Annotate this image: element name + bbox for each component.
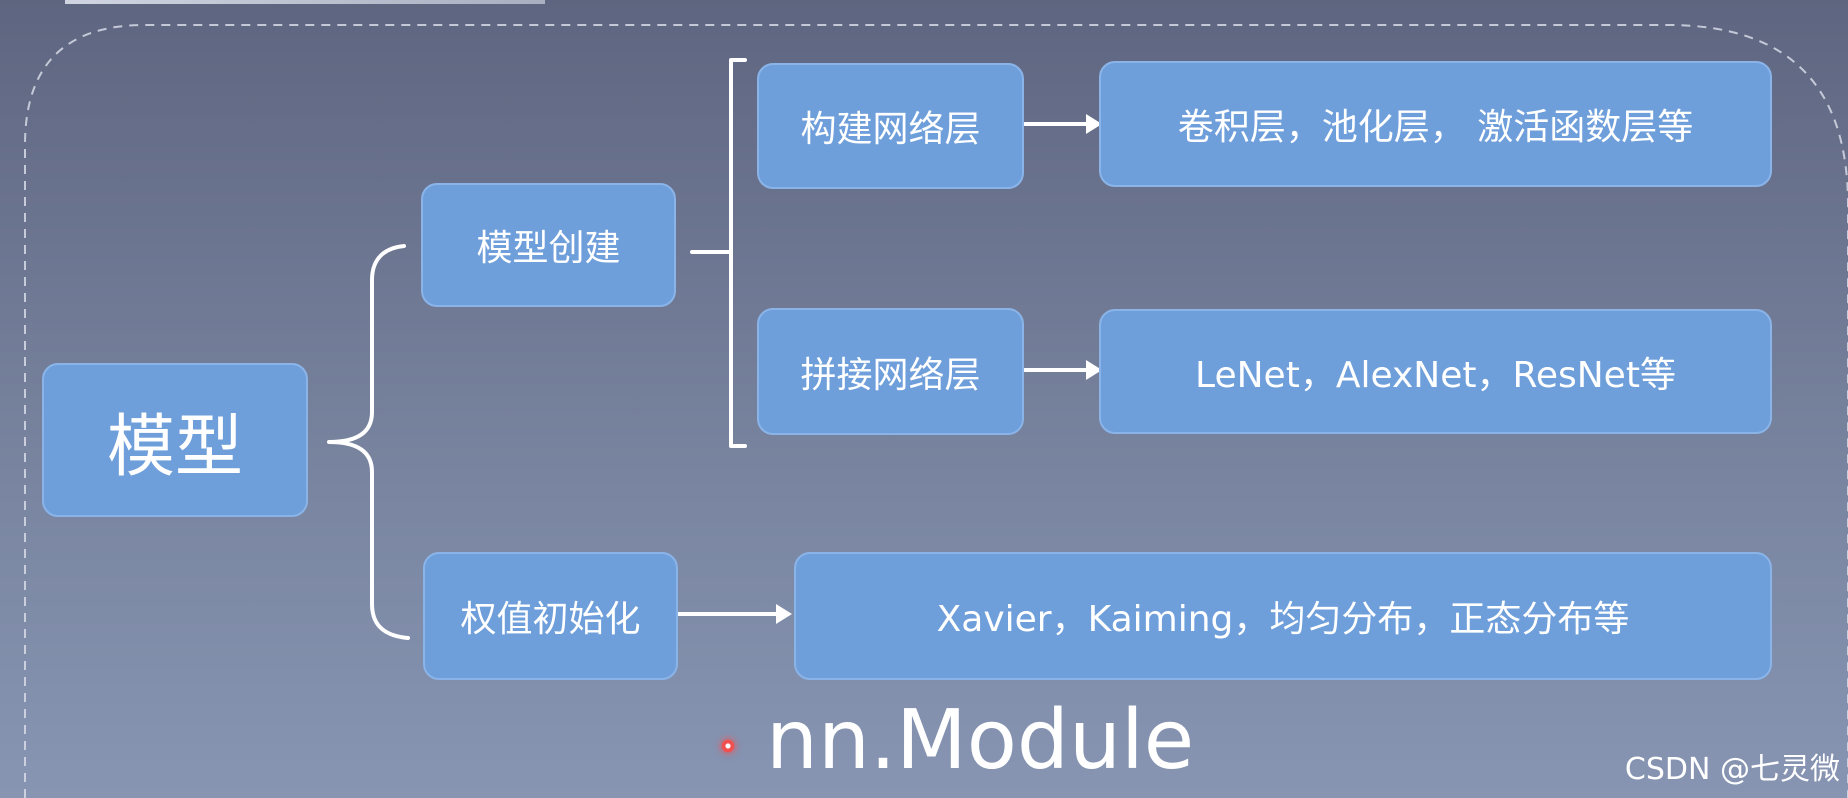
concat-layers-label: 拼接网络层 (800, 354, 981, 396)
dashed-frame (24, 24, 1848, 798)
weight-init-label: 权值初始化 (460, 599, 641, 640)
build-layers-detail-node: 卷积层，池化层， 激活函数层等 (1099, 61, 1772, 187)
top-rule (65, 0, 545, 4)
concat-layers-detail-node: LeNet，AlexNet，ResNet等 (1099, 309, 1772, 434)
root-brace (327, 244, 410, 640)
arrow-layer-concat (1023, 360, 1102, 380)
model-creation-node: 模型创建 (421, 183, 676, 307)
build-layers-detail: 卷积层，池化层， 激活函数层等 (1177, 107, 1694, 148)
root-node-label: 模型 (106, 407, 243, 487)
concat-layers-node: 拼接网络层 (757, 308, 1024, 435)
weight-init-node: 权值初始化 (423, 552, 678, 680)
weight-init-detail: Xavier，Kaiming，均匀分布，正态分布等 (936, 599, 1630, 640)
arrow-weight-init (676, 604, 792, 624)
laser-pointer-icon (720, 738, 736, 754)
root-node: 模型 (42, 363, 308, 517)
model-creation-brace (690, 58, 747, 448)
model-creation-label: 模型创建 (476, 228, 621, 269)
build-layers-node: 构建网络层 (757, 63, 1024, 189)
weight-init-detail-node: Xavier，Kaiming，均匀分布，正态分布等 (794, 552, 1772, 680)
concat-layers-detail: LeNet，AlexNet，ResNet等 (1195, 354, 1676, 396)
watermark: CSDN @七灵微 (1624, 752, 1840, 787)
arrow-layer-build (1023, 114, 1102, 134)
footer-title: nn.Module (766, 693, 1195, 788)
build-layers-label: 构建网络层 (800, 109, 981, 150)
